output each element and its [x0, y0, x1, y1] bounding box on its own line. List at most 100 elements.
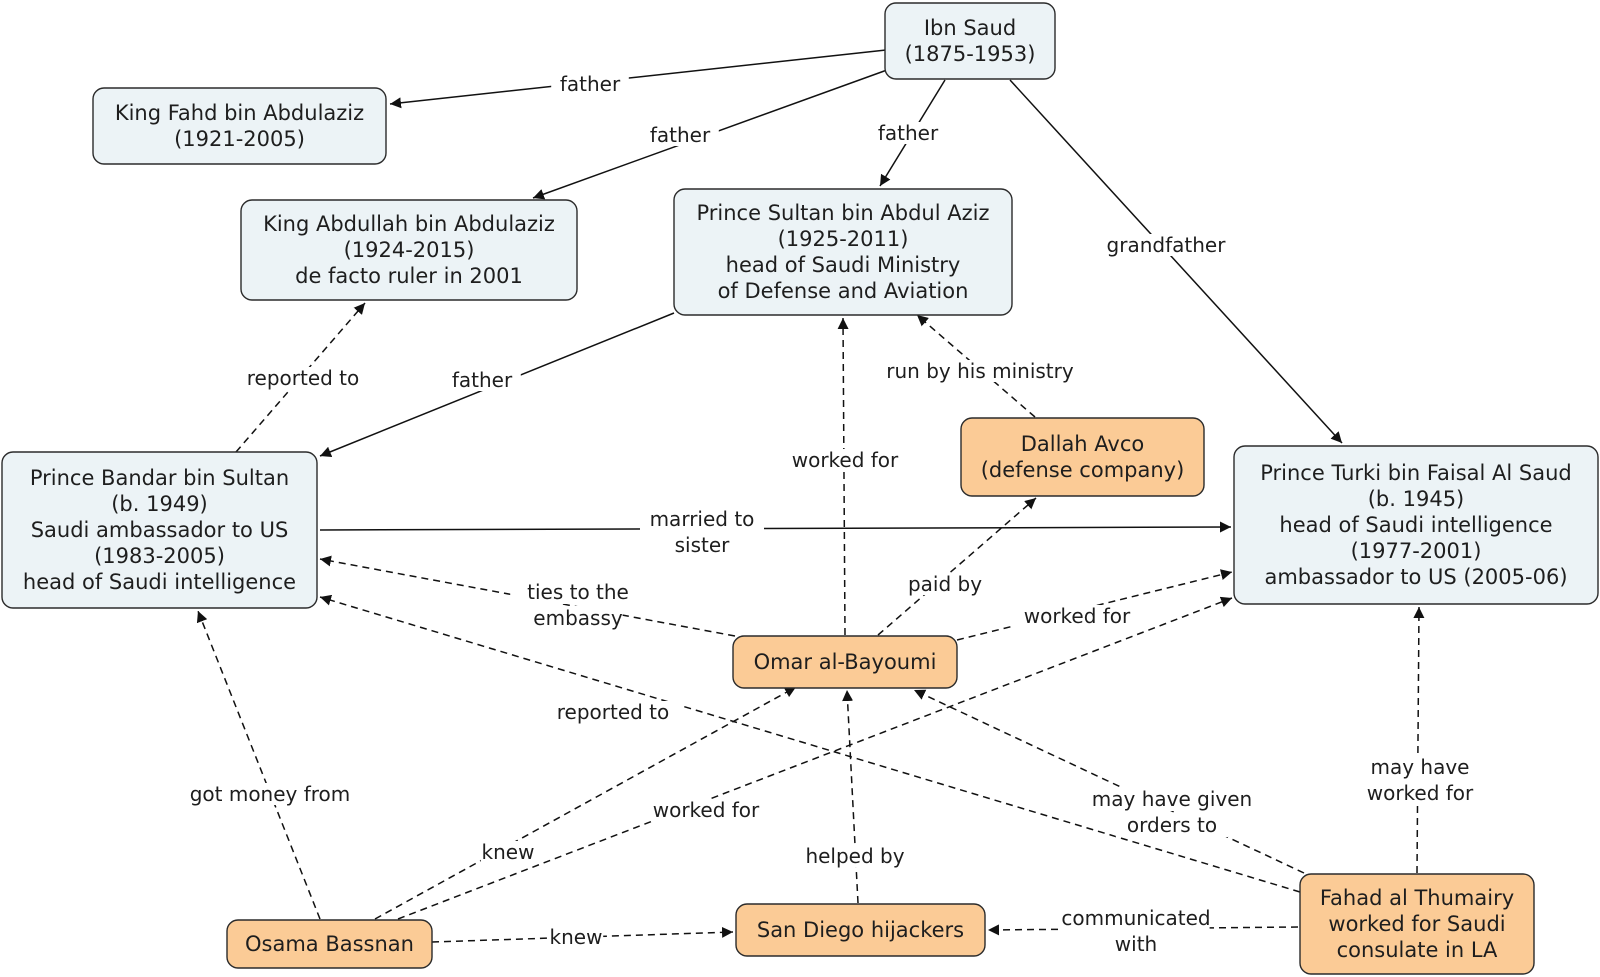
node-text-line: de facto ruler in 2001: [295, 264, 523, 288]
edge-label-text: may have given: [1092, 787, 1252, 811]
node-box: [240, 199, 578, 301]
node-text-line: Prince Turki bin Faisal Al Saud: [1260, 461, 1572, 485]
node-box: [735, 903, 986, 957]
edge-label-text: worked for: [653, 798, 760, 822]
edge-label-text: reported to: [557, 700, 670, 724]
edge-label-background: [510, 580, 646, 604]
edge-label-background: [480, 841, 536, 863]
edge-label-background: [869, 122, 947, 144]
node-text-line: (1875-1953): [905, 42, 1036, 66]
edge-label-background: [1358, 781, 1482, 805]
edge-label-background: [1369, 755, 1471, 779]
edge-arrow-ibn-fahd: [389, 49, 887, 109]
node-prince-sultan: Prince Sultan bin Abdul Aziz(1925-2011)h…: [673, 188, 1013, 316]
node-omar: Omar al-Bayoumi: [732, 635, 958, 689]
node-box: [884, 2, 1056, 80]
node-text-line: King Abdullah bin Abdulaziz: [263, 212, 555, 236]
edge-label-text: orders to: [1127, 813, 1217, 837]
edge-label-background: [545, 701, 681, 723]
edge-label-text: knew: [550, 925, 603, 949]
node-prince-bandar: Prince Bandar bin Sultan(b. 1949)Saudi a…: [1, 451, 318, 609]
edge-label-bassnan-sandiego: knew: [548, 925, 604, 949]
edge-label-text: with: [1115, 932, 1157, 956]
edge-label-background: [548, 926, 604, 948]
edge-label-fahad-bandar: reported to: [545, 700, 681, 724]
edge-label-dallah-sultan: run by his ministry: [865, 359, 1095, 383]
edge-label-bandar-abdullah: reported to: [235, 366, 371, 390]
edge-label-text: reported to: [247, 366, 360, 390]
edge-label-background: [235, 367, 371, 389]
edge-label-background: [1062, 906, 1210, 930]
edge-label-text: knew: [482, 840, 535, 864]
edge-arrow-fahad-sandiego: [987, 924, 1299, 936]
edge-label-background: [1115, 813, 1229, 837]
edge-label-omar-turki: worked for: [1015, 604, 1139, 628]
edge-label-text: ties to the: [527, 580, 629, 604]
node-text-line: (b. 1949): [111, 492, 208, 516]
node-text-line: consulate in LA: [1337, 938, 1498, 962]
edge-label-text: paid by: [908, 572, 982, 596]
edge-label-text: run by his ministry: [886, 359, 1074, 383]
node-text-line: Saudi ambassador to US: [31, 518, 289, 542]
node-text-line: Osama Bassnan: [245, 932, 414, 956]
node-text-line: (1924-2015): [344, 238, 475, 262]
node-dallah-avco: Dallah Avco(defense company): [960, 417, 1205, 497]
edge-label-text: married to: [650, 507, 755, 531]
edge-arrow-fahad-bandar: [319, 594, 1301, 893]
edge-label-text: helped by: [805, 844, 904, 868]
edge-arrow-sandiego-omar: [842, 689, 859, 904]
edge-label-ibn-fahd: father: [551, 72, 629, 96]
node-text-line: King Fahd bin Abdulaziz: [115, 101, 364, 125]
node-text-line: (1977-2001): [1351, 539, 1482, 563]
node-king-abdullah: King Abdullah bin Abdulaziz(1924-2015)de…: [240, 199, 578, 301]
node-text-line: (1925-2011): [778, 227, 909, 251]
node-text-line: head of Saudi Ministry: [726, 253, 961, 277]
edge-arrow-ibn-turki: [1009, 79, 1343, 444]
node-text-line: Dallah Avco: [1021, 432, 1145, 456]
edge-label-ibn-sultan: father: [869, 121, 947, 145]
node-text-line: Fahad al Thumairy: [1320, 886, 1514, 910]
edge-label-omar-dallah: paid by: [900, 572, 990, 596]
edge-label-text: father: [452, 368, 513, 392]
edge-label-ibn-abdullah: father: [641, 123, 719, 147]
node-box: [732, 635, 958, 689]
edge-arrow-fahad-omar: [913, 689, 1305, 874]
node-text-line: worked for Saudi: [1328, 912, 1505, 936]
edge-arrow-omar-sultan: [837, 317, 849, 636]
edge-arrow-bassnan-bandar: [196, 610, 321, 920]
edge-label-bassnan-bandar: got money from: [184, 782, 356, 806]
edge-label-bassnan-turki: worked for: [644, 798, 768, 822]
edge-label-text: father: [650, 123, 711, 147]
edge-label-text: father: [878, 121, 939, 145]
node-osama-bassnan: Osama Bassnan: [226, 919, 433, 969]
edge-label-background: [798, 845, 912, 867]
edge-label-background: [1015, 605, 1139, 627]
edge-arrow-bandar-turki: [319, 521, 1232, 533]
edge-label-background: [640, 507, 764, 531]
edge-label-text: father: [560, 72, 621, 96]
edge-label-background: [641, 124, 719, 146]
node-box: [1299, 873, 1535, 975]
node-king-fahd: King Fahd bin Abdulaziz(1921-2005): [92, 87, 387, 165]
node-text-line: Omar al-Bayoumi: [754, 650, 937, 674]
node-box: [673, 188, 1013, 316]
node-text-line: ambassador to US (2005-06): [1264, 565, 1567, 589]
edge-label-background: [1108, 932, 1164, 956]
node-box: [92, 87, 387, 165]
edge-label-sandiego-omar: helped by: [798, 844, 912, 868]
node-box: [960, 417, 1205, 497]
node-text-line: (1983-2005): [94, 544, 225, 568]
node-box: [1, 451, 318, 609]
node-text-line: Ibn Saud: [924, 16, 1016, 40]
edge-label-background: [865, 360, 1095, 382]
edge-label-text: worked for: [1024, 604, 1131, 628]
node-text-line: of Defense and Aviation: [718, 279, 969, 303]
edge-label-text: got money from: [190, 782, 351, 806]
edge-arrow-omar-bandar: [319, 555, 736, 637]
node-ibn-saud: Ibn Saud(1875-1953): [884, 2, 1056, 80]
